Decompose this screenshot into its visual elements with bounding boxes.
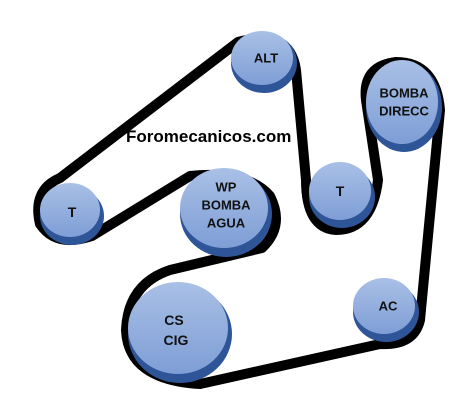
pulley-tensioner-right-label: T: [336, 183, 345, 199]
pulley-tensioner-right[interactable]: T: [309, 162, 375, 228]
pulley-ac[interactable]: AC: [353, 278, 419, 342]
pulley-crankshaft[interactable]: CS CIG: [128, 282, 232, 383]
pulley-crankshaft-label-line2: CIG: [164, 332, 189, 348]
pulley-ac-label: AC: [379, 299, 398, 314]
pulley-tensioner-left[interactable]: T: [40, 183, 104, 245]
pulley-tensioner-left-label: T: [68, 204, 77, 220]
pulley-power-steering-label-line1: BOMBA: [379, 86, 429, 101]
pulley-alt[interactable]: ALT: [231, 31, 297, 93]
pulley-water-pump-label-line2: BOMBA: [201, 198, 251, 213]
watermark-text: Foromecanicos.com: [126, 127, 291, 146]
pulley-water-pump-label-line3: AGUA: [207, 216, 246, 231]
pulley-alt-label: ALT: [254, 51, 278, 66]
pulley-power-steering-label-line2: DIRECC: [379, 104, 429, 119]
pulley-water-pump-label-line1: WP: [216, 180, 237, 195]
pulley-water-pump[interactable]: WP BOMBA AGUA: [180, 168, 272, 257]
pulley-power-steering[interactable]: BOMBA DIRECC: [366, 60, 442, 152]
pulley-crankshaft-label-line1: CS: [164, 312, 183, 328]
serpentine-belt: [33, 33, 445, 389]
